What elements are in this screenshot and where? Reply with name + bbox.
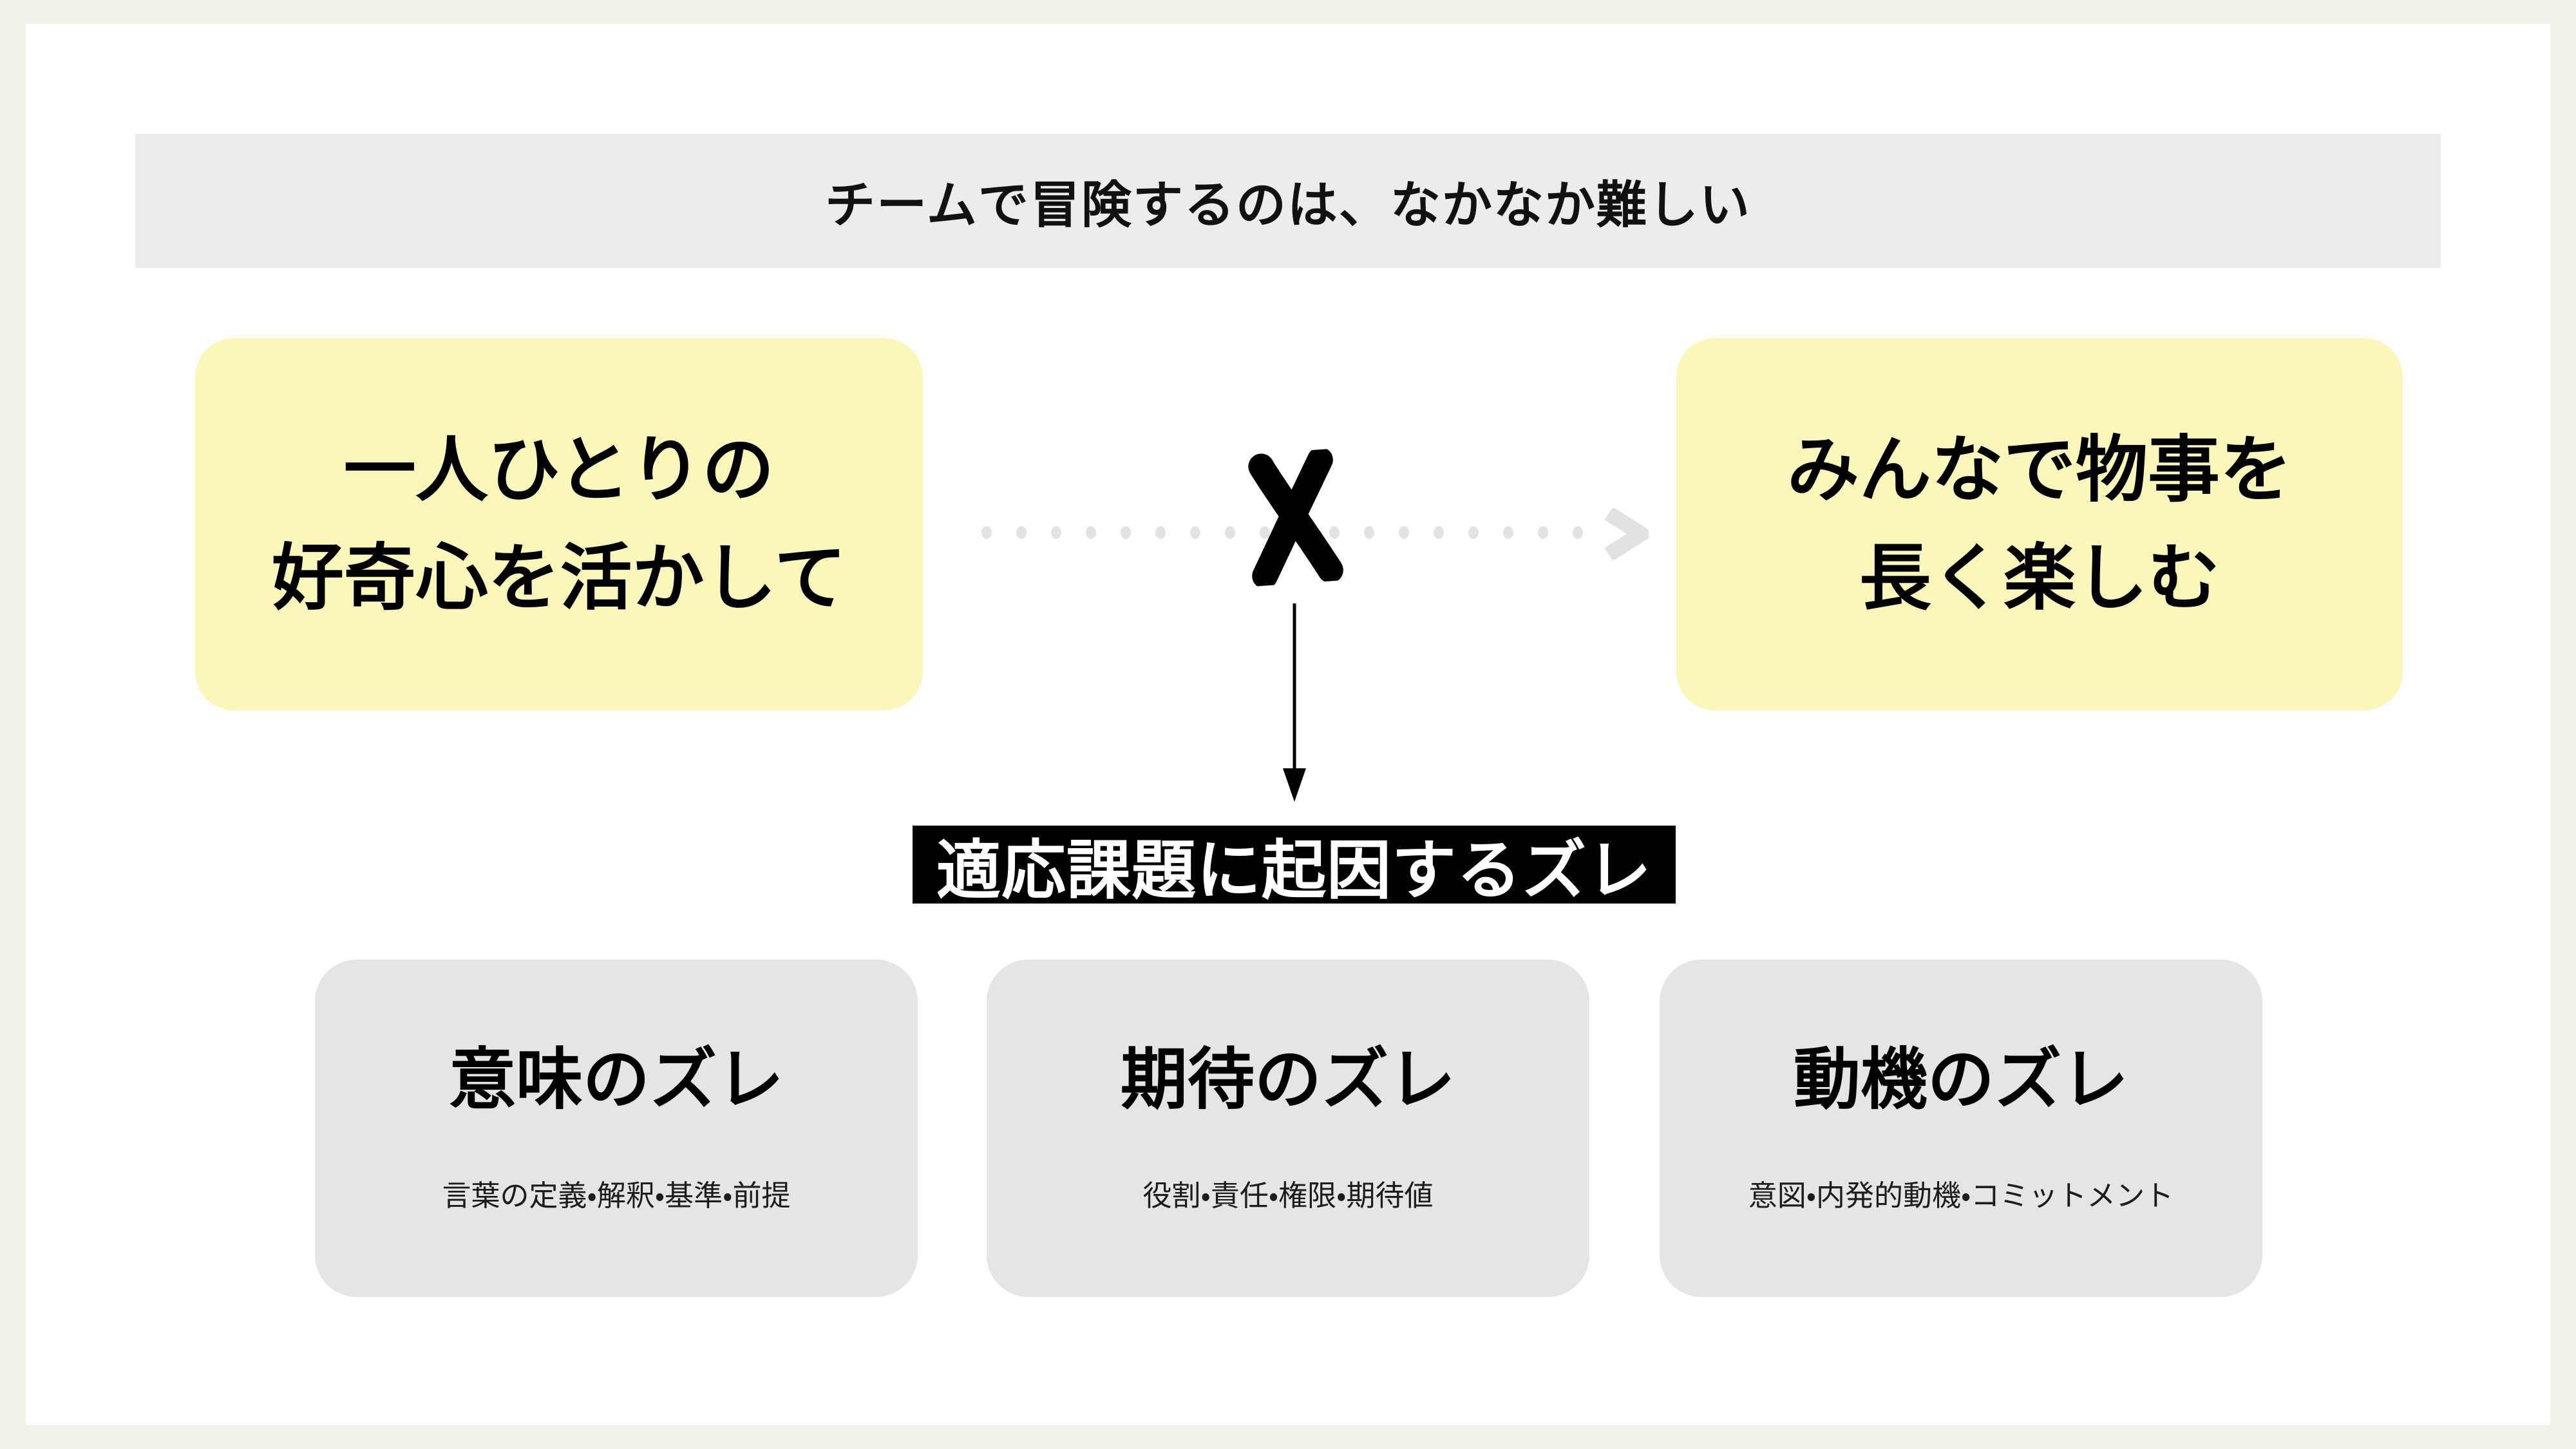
concept-box-individual-curiosity: 一人ひとりの 好奇心を活かして [195,338,923,710]
gap-box-meaning: 意味のズレ 言葉の定義・解釈・基準・前提 [315,960,918,1297]
page-title: チームで冒険するのは、なかなか難しい [825,176,1751,233]
concept-box-enjoy-together-text: みんなで物事を 長く楽しむ [1787,430,2292,618]
header-bar: チームで冒険するのは、なかなか難しい [135,134,2441,268]
gap-box-expectation-subtitle: 役割・責任・権限・期待値 [1142,1179,1434,1212]
adaptive-challenge-label: 適応課題に起因するズレ [913,826,1676,907]
dotted-arrow-head-icon [1604,508,1649,560]
x-cross-icon [1248,447,1343,588]
gap-box-meaning-title: 意味のズレ [448,1043,784,1118]
down-arrow-icon [1283,603,1306,802]
gap-box-motivation: 動機のズレ 意図・内発的動機・コミットメント [1660,960,2262,1297]
gap-box-expectation: 期待のズレ 役割・責任・権限・期待値 [987,960,1589,1297]
concept-box-enjoy-together: みんなで物事を 長く楽しむ [1676,338,2403,710]
gap-box-motivation-title: 動機のズレ [1793,1043,2128,1118]
slide-card: チームで冒険するのは、なかなか難しい 一人ひとりの 好奇心を活かして みんなで物… [26,24,2550,1425]
concept-box-individual-curiosity-text: 一人ひとりの 好奇心を活かして [271,430,847,618]
gap-box-motivation-subtitle: 意図・内発的動機・コミットメント [1748,1179,2174,1212]
gap-box-meaning-subtitle: 言葉の定義・解釈・基準・前提 [442,1179,791,1212]
gap-box-expectation-title: 期待のズレ [1120,1043,1455,1118]
